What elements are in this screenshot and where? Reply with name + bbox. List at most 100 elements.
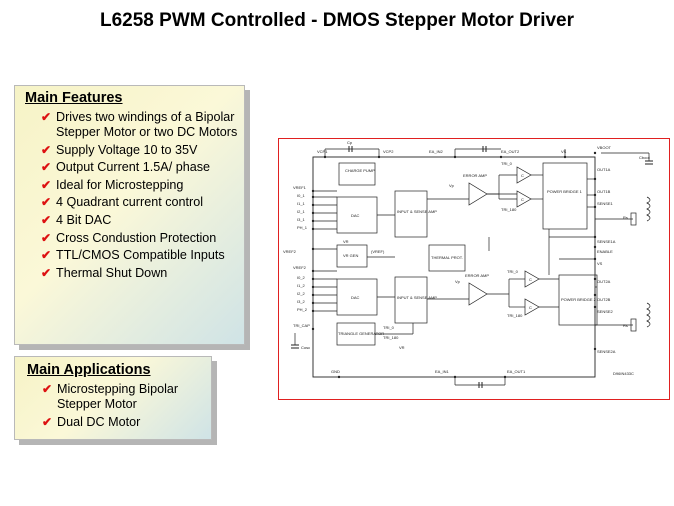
vboot-label: VBOOT — [597, 145, 612, 150]
error-amp2-shape — [468, 282, 488, 306]
feature-item-text: Output Current 1.5A/ phase — [56, 160, 211, 175]
application-item-text: Microstepping Bipolar Stepper Motor — [57, 382, 179, 411]
i3-1-label: I3_1 — [297, 217, 306, 222]
feature-item: ✔ 4 Bit DAC — [41, 213, 241, 228]
cosc-label: Cosc — [301, 345, 310, 350]
out2a-label: OUT2A — [597, 279, 611, 284]
sense2-label: SENSE2 — [597, 309, 614, 314]
tri-180-b-label: TRI_180 — [383, 335, 399, 340]
vr-gen-label: VR GEN — [343, 253, 358, 258]
block-diagram-svg: CHARGE PUMP DAC INPUT & SENSE AMP ERROR … — [283, 140, 653, 388]
vref2-in-label: VREF2 — [283, 249, 297, 254]
rs2-label: Rs — [623, 323, 628, 328]
tri-0-b-label: TRI_0 — [383, 325, 395, 330]
checkmark-icon: ✔ — [41, 230, 52, 245]
rs1-label: Rs — [623, 215, 628, 220]
checkmark-icon: ✔ — [41, 265, 52, 280]
dac2-label: DAC — [351, 295, 360, 300]
out2b-label: OUT2B — [597, 297, 611, 302]
features-list: ✔ Drives two windings of a Bipolar Steppe… — [41, 110, 241, 283]
vref-out-label: (VREF) — [371, 249, 385, 254]
checkmark-icon: ✔ — [41, 212, 52, 227]
tri-cap-label: TRI_CAP — [293, 323, 310, 328]
feature-item: ✔ Drives two windings of a Bipolar Steppe… — [41, 110, 241, 140]
error-amp1-label: ERROR AMP — [463, 173, 487, 178]
main-applications-heading: Main Applications — [27, 362, 151, 378]
charge-pump-block — [338, 162, 376, 186]
vp2-label: Vp — [455, 279, 461, 284]
main-applications-panel: Main Applications ✔ Microstepping Bipolar… — [14, 356, 212, 440]
c2-label: C — [521, 197, 524, 202]
out1a-label: OUT1A — [597, 167, 611, 172]
i1-2-label: I1_2 — [297, 283, 306, 288]
vref2-label: VREF2 — [293, 265, 307, 270]
ea-out1-label: EA_OUT1 — [507, 369, 526, 374]
cboot-label: Cboot — [639, 155, 651, 160]
vr-label: VR — [343, 239, 349, 244]
checkmark-icon: ✔ — [41, 177, 52, 192]
out1b-label: OUT1B — [597, 189, 611, 194]
feature-item-text: Cross Condustion Protection — [56, 230, 217, 245]
checkmark-icon: ✔ — [42, 414, 53, 429]
feature-item-text: Supply Voltage 10 to 35V — [56, 142, 198, 157]
checkmark-icon: ✔ — [41, 160, 52, 175]
thermal-block — [428, 244, 466, 272]
i1-1-label: I1_1 — [297, 201, 306, 206]
enable-label: ENABLE — [597, 249, 613, 254]
vcp1-label: VCP1 — [317, 149, 328, 154]
power-bridge1-label: POWER BRIDGE 1 — [547, 189, 583, 194]
comparator1-shape — [516, 166, 532, 184]
feature-item-text: Thermal Shut Down — [56, 265, 168, 280]
tri-0-c-label: TRI_0 — [507, 269, 519, 274]
tri-0-a-label: TRI_0 — [501, 161, 513, 166]
gnd-label: GND — [331, 369, 340, 374]
ph-1-label: PH_1 — [297, 225, 308, 230]
ea-in2-label: EA_IN2 — [429, 149, 444, 154]
vs-right-label: VS — [597, 261, 603, 266]
vr-b-label: VR — [399, 345, 405, 350]
ph-2-label: PH_2 — [297, 307, 308, 312]
feature-item-text: 4 Bit DAC — [56, 212, 112, 227]
ea-in1-label: EA_IN1 — [435, 369, 450, 374]
ea-out2-label: EA_OUT2 — [501, 149, 520, 154]
error-amp1-shape — [468, 182, 488, 206]
dac1-label: DAC — [351, 213, 360, 218]
sense1-label: SENSE1 — [597, 201, 614, 206]
i2-2-label: I2_2 — [297, 291, 306, 296]
feature-item: ✔ Thermal Shut Down — [41, 266, 241, 281]
vs-top-label: VS — [561, 149, 567, 154]
input-sense2-label: INPUT & SENSE AMP — [397, 295, 437, 300]
i0-1-label: I0_1 — [297, 193, 306, 198]
power-bridge2-block — [558, 274, 598, 326]
application-item: ✔Dual DC Motor — [42, 415, 207, 430]
comparator4-shape — [524, 298, 540, 316]
feature-item: ✔TTL/CMOS Compatible Inputs — [41, 248, 241, 263]
feature-item-text: TTL/CMOS Compatible Inputs — [56, 248, 225, 263]
triangle-label: TRIANGLE GENERATOR — [338, 331, 384, 336]
i0-2-label: I0_2 — [297, 275, 306, 280]
feature-item-text: 4 Quadrant current control — [56, 195, 204, 210]
feature-item: ✔ Ideal for Microstepping — [41, 178, 241, 193]
feature-item-text: Drives two windings of a Bipolar Stepper… — [56, 110, 238, 139]
checkmark-icon: ✔ — [41, 110, 52, 124]
checkmark-icon: ✔ — [41, 142, 52, 157]
vcp2-label: VCP2 — [383, 149, 394, 154]
feature-item: ✔ Cross Condustion Protection — [41, 231, 241, 246]
comparator2-shape — [516, 190, 532, 208]
block-diagram: CHARGE PUMP DAC INPUT & SENSE AMP ERROR … — [278, 138, 670, 400]
sense2a-label: SENSE2A — [597, 349, 616, 354]
tri-180-a-label: TRI_180 — [501, 207, 517, 212]
feature-item-text: Ideal for Microstepping — [56, 177, 184, 192]
checkmark-icon: ✔ — [41, 195, 52, 210]
checkmark-icon: ✔ — [42, 382, 53, 396]
i3-2-label: I3_2 — [297, 299, 306, 304]
feature-item: ✔ Output Current 1.5A/ phase — [41, 160, 241, 175]
sense1a-label: SENSE1A — [597, 239, 616, 244]
input-sense2-block — [394, 276, 428, 324]
c4-label: C — [529, 305, 532, 310]
i2-1-label: I2_1 — [297, 209, 306, 214]
feature-item: ✔ 4 Quadrant current control — [41, 195, 241, 210]
application-item: ✔ Microstepping Bipolar Stepper Motor — [42, 382, 207, 412]
thermal-label: THERMAL PROT. — [431, 255, 463, 260]
vref1-label: VREF1 — [293, 185, 307, 190]
